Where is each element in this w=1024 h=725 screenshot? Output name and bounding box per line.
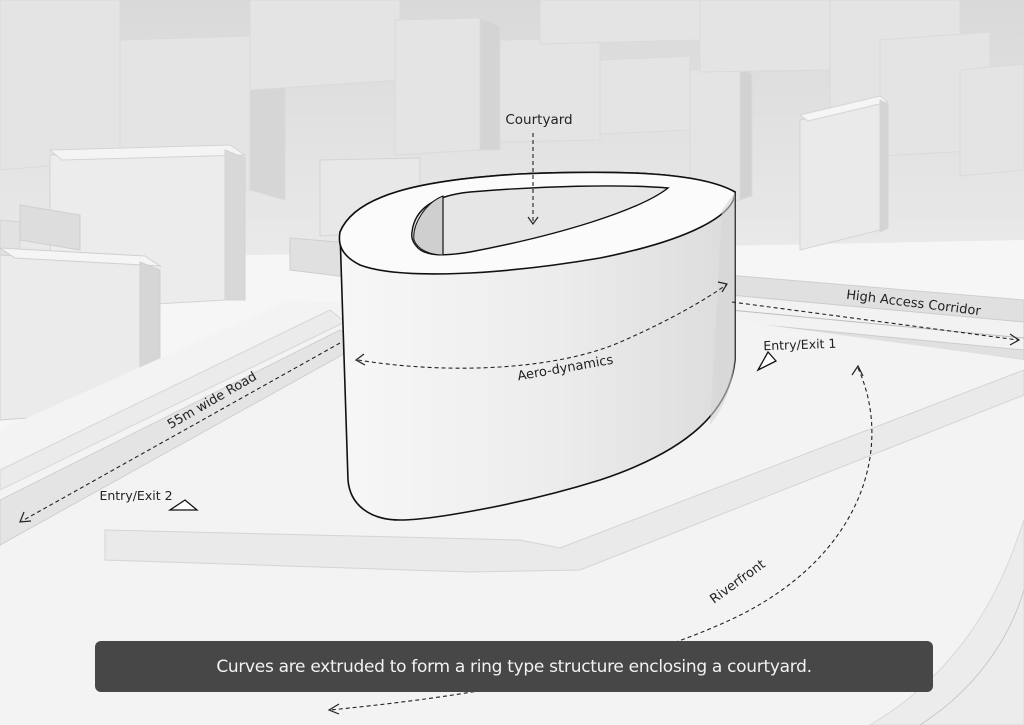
courtyard-label: Courtyard	[505, 112, 572, 128]
caption-text: Curves are extruded to form a ring type …	[216, 656, 812, 677]
ring-building	[338, 171, 736, 521]
entry-exit-1-label: Entry/Exit 1	[763, 336, 837, 354]
entry-exit-2-label: Entry/Exit 2	[99, 488, 172, 503]
aerodynamics-arrow	[357, 284, 727, 369]
entry-exit-1-marker	[756, 350, 778, 372]
entry-exit-2-marker	[167, 499, 199, 511]
arrowheads	[19, 216, 1021, 715]
ground-plane	[0, 300, 1024, 725]
annotations	[21, 133, 1019, 711]
riverfront-arrow	[329, 367, 873, 711]
road-arrow	[21, 342, 341, 522]
caption-bar: Curves are extruded to form a ring type …	[95, 641, 933, 692]
corridor-arrow	[731, 301, 1019, 341]
